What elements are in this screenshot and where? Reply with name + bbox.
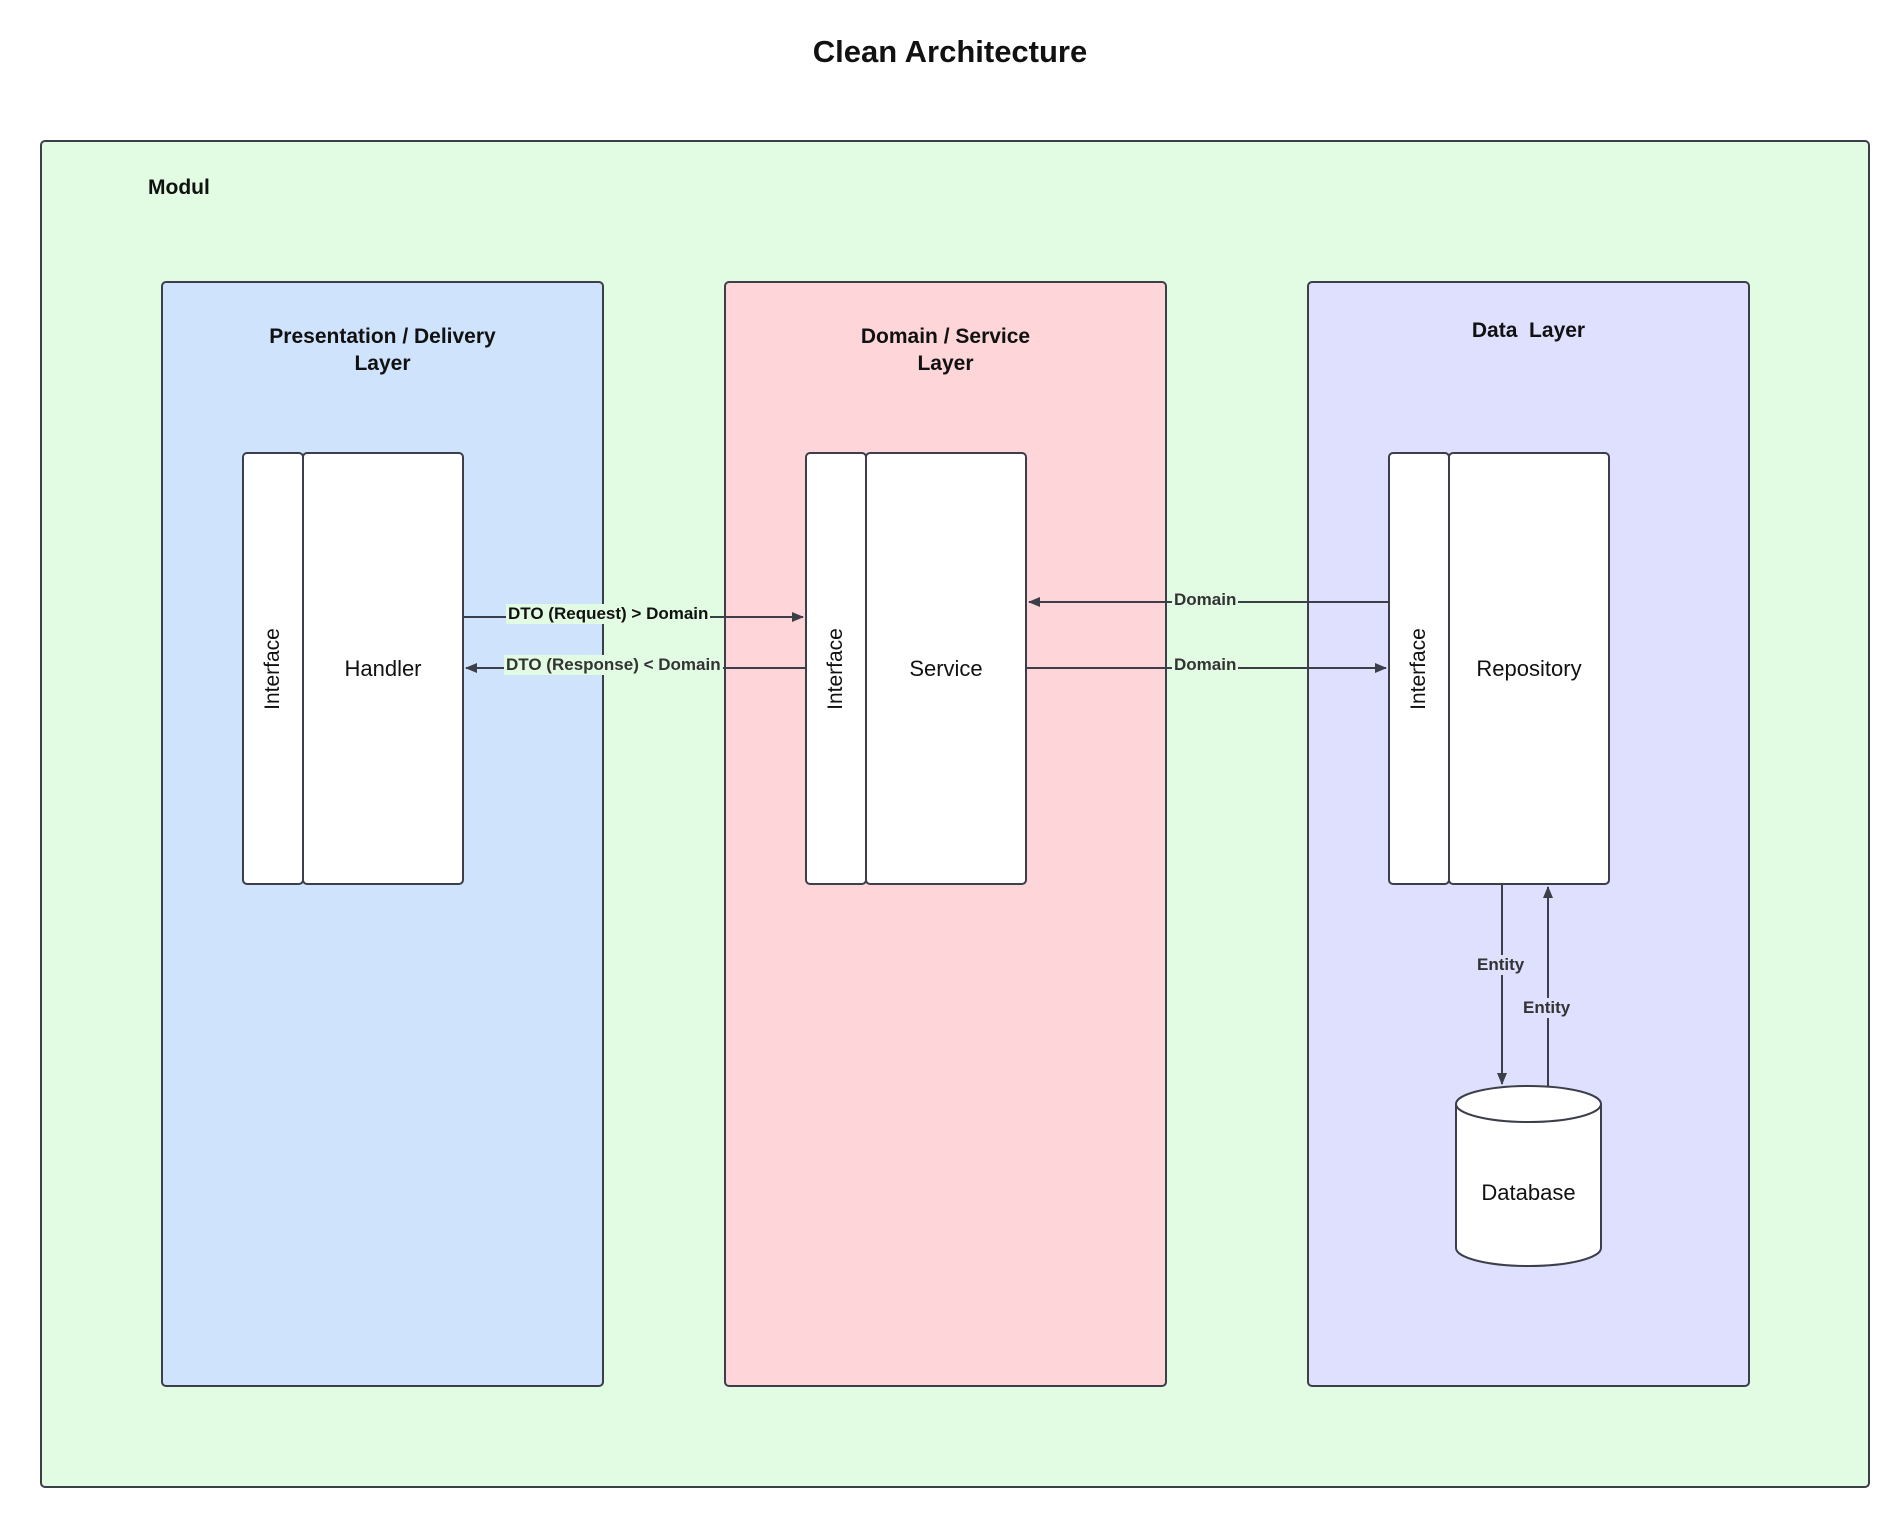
presentation-layer-title: Presentation / Delivery Layer xyxy=(269,325,496,375)
edge-label-repository-to-database: Entity xyxy=(1475,955,1527,975)
service-box[interactable]: Service xyxy=(865,452,1027,885)
domain-layer-title: Domain / Service Layer xyxy=(860,325,1031,375)
handler-interface[interactable]: Interface xyxy=(242,452,304,885)
repository-label: Repository xyxy=(1476,655,1582,681)
handler-box[interactable]: Handler xyxy=(302,452,464,885)
service-label: Service xyxy=(909,655,983,681)
diagram-title: Clean Architecture xyxy=(812,34,1088,69)
repository-box[interactable]: Repository xyxy=(1448,452,1610,885)
edge-label-database-to-repository: Entity xyxy=(1521,998,1573,1018)
repository-interface[interactable]: Interface xyxy=(1388,452,1450,885)
edge-label-handler-to-service: DTO (Request) > Domain xyxy=(506,604,711,624)
database-cylinder xyxy=(1455,1085,1602,1267)
database-label: Database xyxy=(1481,1180,1576,1205)
edge-label-service-to-handler: DTO (Response) < Domain xyxy=(504,655,723,675)
edge-label-repository-to-service: Domain xyxy=(1172,590,1239,610)
modul-label: Modul xyxy=(148,176,210,199)
handler-label: Handler xyxy=(344,655,422,681)
data-layer-title: Data Layer xyxy=(1471,319,1586,342)
edge-label-service-to-repository: Domain xyxy=(1172,655,1239,675)
